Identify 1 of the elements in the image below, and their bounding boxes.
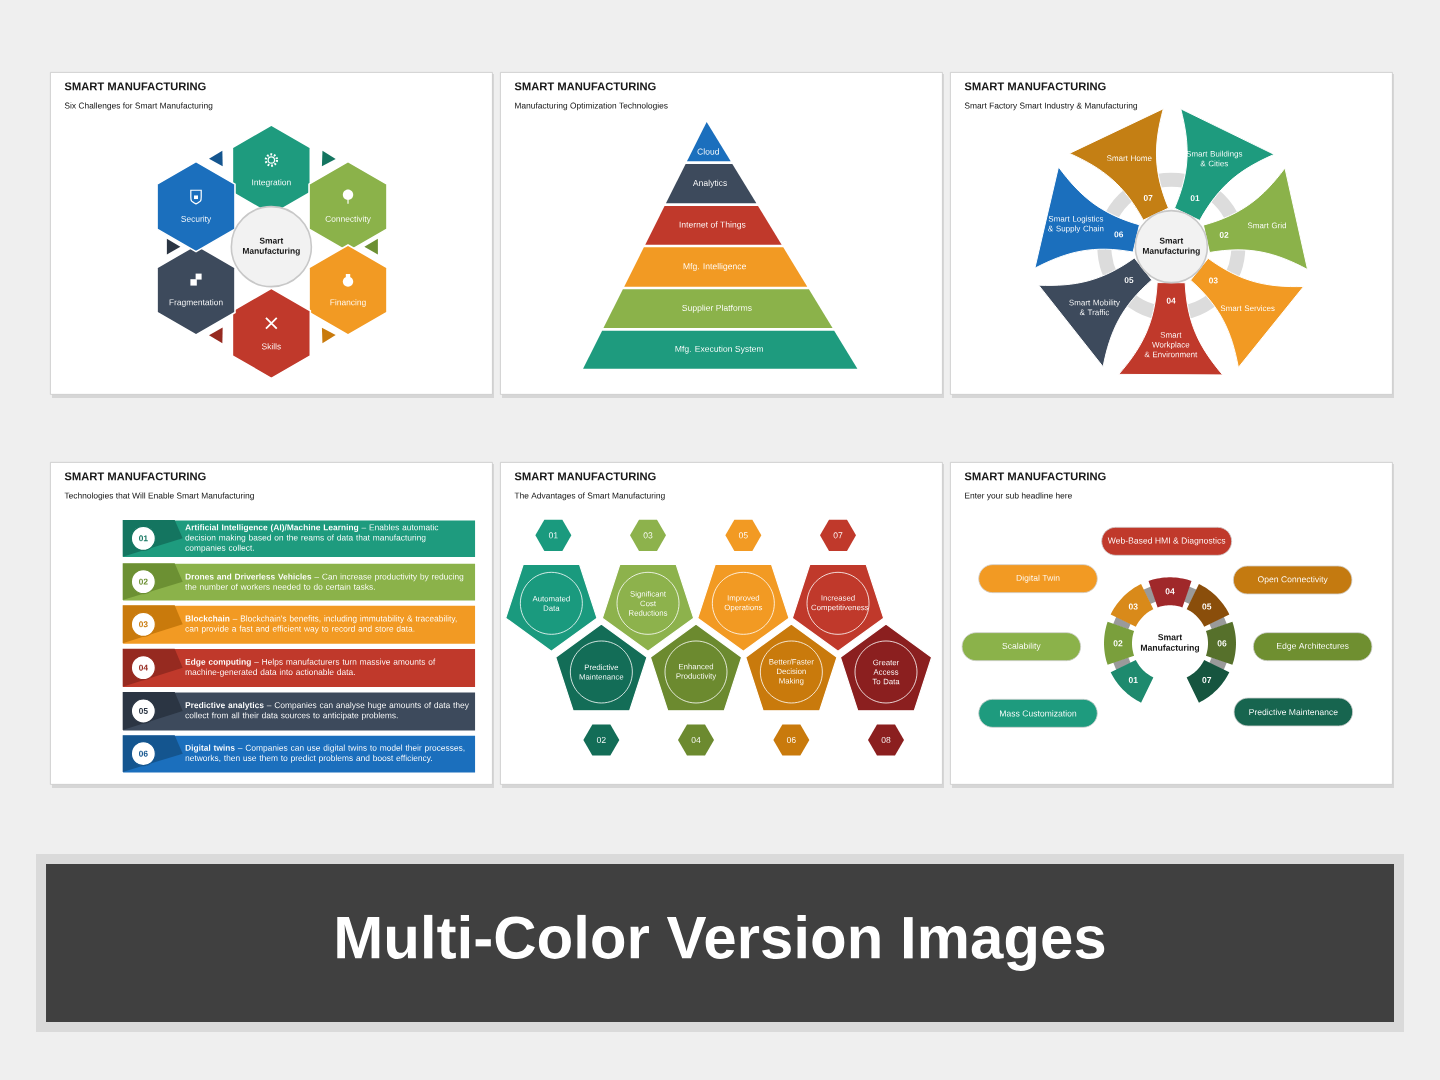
title-banner: Multi-Color Version Images — [36, 854, 1404, 1032]
